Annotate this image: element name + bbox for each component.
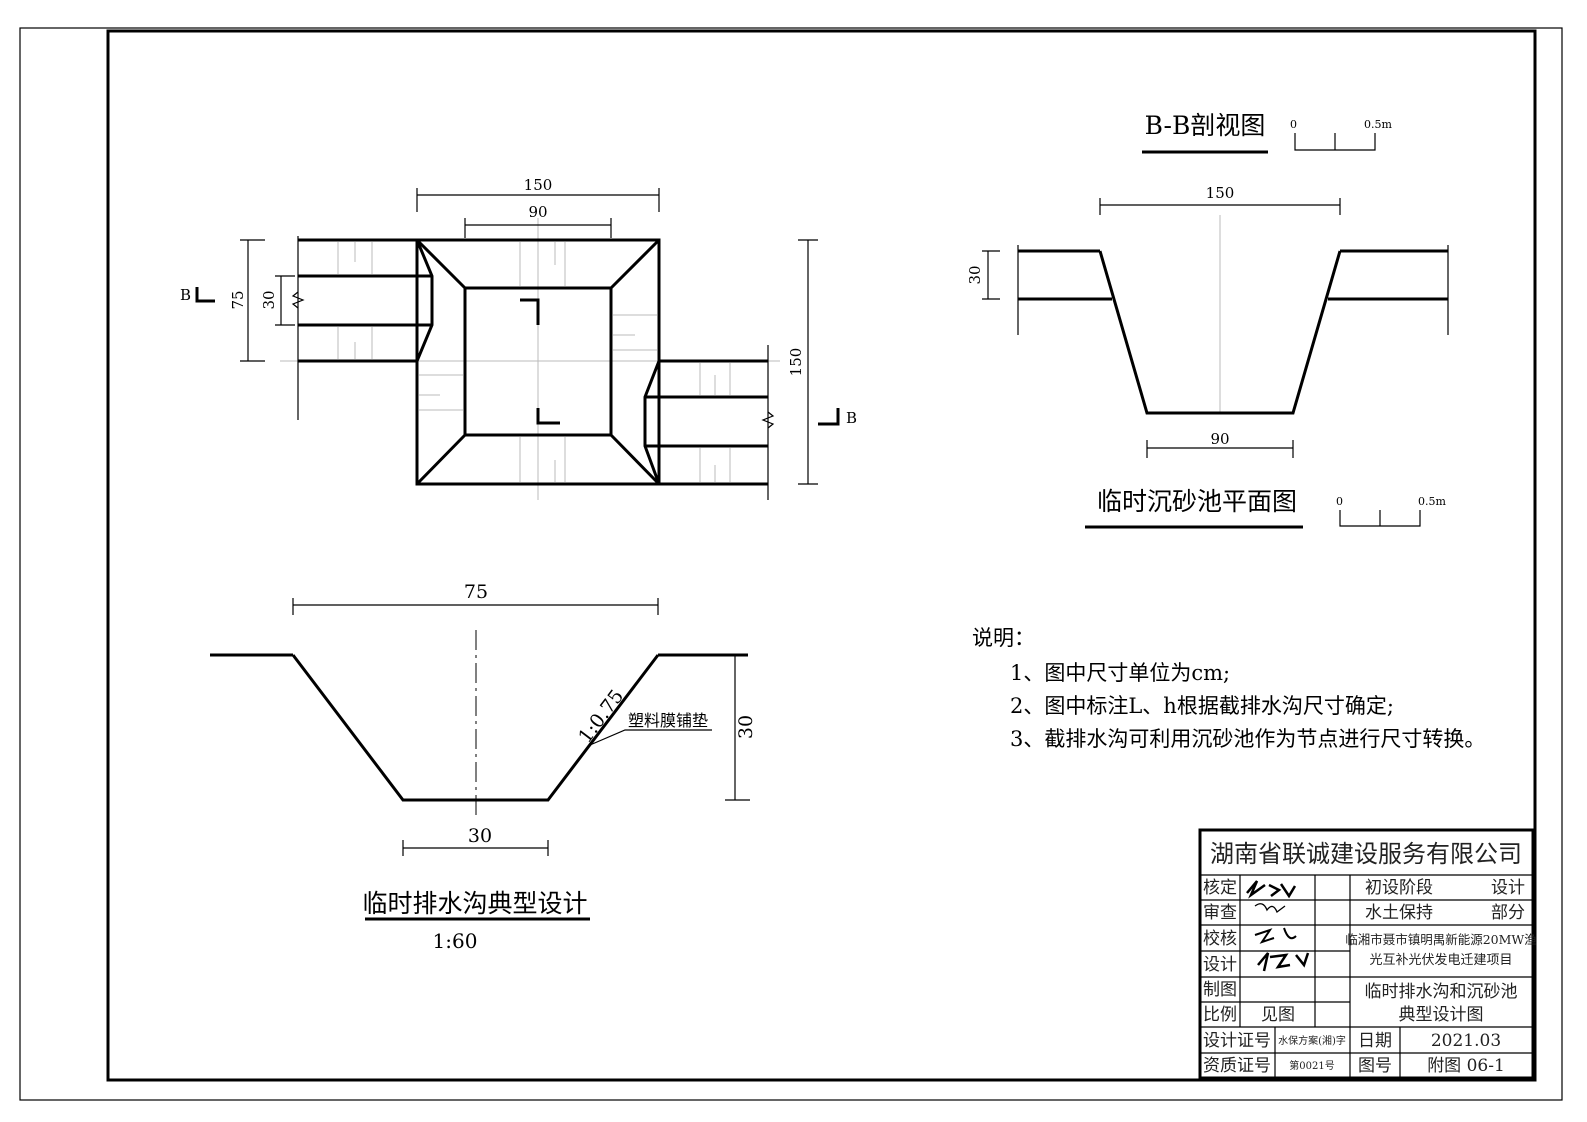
dim-inner-width: 90 — [528, 203, 547, 221]
slope-label: 1:0.75 — [574, 685, 628, 747]
drawing-name-line2: 典型设计图 — [1399, 1005, 1484, 1025]
outer-border — [19, 27, 1563, 1101]
notes-heading: 说明： — [972, 626, 1035, 650]
stage: 初设阶段 — [1365, 878, 1433, 898]
scale-start: 0 — [1336, 495, 1343, 508]
qual-cert-label: 资质证号 — [1203, 1056, 1271, 1076]
section-label-right: B — [846, 409, 857, 427]
section-label-left: B — [180, 286, 191, 304]
design-cert-value: 水保方案(湘)字 — [1278, 1034, 1346, 1047]
drawing-no-label: 图号 — [1358, 1056, 1392, 1076]
break-icon — [761, 411, 775, 429]
dim-channel-width: 30 — [260, 290, 278, 309]
dim-bottom: 90 — [1210, 430, 1229, 448]
liner-label: 塑料膜铺垫 — [628, 711, 708, 730]
dim-ditch-bottom: 30 — [468, 825, 492, 847]
section-bb: B-B剖视图 0 0.5m 150 90 30 临时沉砂池平面图 0 0.5m — [966, 111, 1449, 529]
section-bb-title: B-B剖视图 — [1145, 111, 1266, 140]
note-item: 2、图中标注L、h根据截排水沟尺寸确定; — [1010, 694, 1394, 718]
project-name-line2: 光互补光伏发电迁建项目 — [1369, 952, 1512, 968]
drawing-name-line1: 临时排水沟和沉砂池 — [1365, 982, 1518, 1002]
project-name-line1: 临湘市聂市镇明禺新能源20MW渔 — [1345, 932, 1537, 947]
ditch-title: 临时排水沟典型设计 — [362, 889, 587, 918]
role-label: 比例 — [1203, 1005, 1237, 1025]
signatures — [1246, 880, 1310, 972]
company-name: 湖南省联诚建设服务有限公司 — [1210, 840, 1522, 868]
dim-top: 150 — [1206, 184, 1235, 202]
dim-outer-width: 150 — [524, 176, 553, 194]
plan-view-title: 临时沉砂池平面图 — [1097, 487, 1297, 516]
design-cert-label: 设计证号 — [1203, 1031, 1271, 1051]
dim-ditch-top: 75 — [464, 581, 488, 603]
scale-end: 0.5m — [1418, 495, 1446, 508]
dim-channel-span: 75 — [229, 290, 247, 309]
dim-ditch-depth: 30 — [735, 715, 757, 739]
scale-value: 见图 — [1261, 1005, 1295, 1025]
stage-value: 设计 — [1491, 878, 1525, 898]
ditch-section: 75 30 30 1:0.75 塑料膜铺垫 临时排水沟典型设计 1:60 — [210, 581, 757, 953]
plan-view: B B 150 90 75 30 150 — [180, 176, 857, 500]
note-item: 3、截排水沟可利用沉砂池作为节点进行尺寸转换。 — [1010, 727, 1485, 751]
dim-depth: 30 — [966, 265, 984, 284]
notes: 说明： 1、图中尺寸单位为cm; 2、图中标注L、h根据截排水沟尺寸确定; 3、… — [972, 626, 1485, 751]
title-block: 湖南省联诚建设服务有限公司 核定 审查 校核 设计 制图 比例 见图 初设阶段 … — [1198, 828, 1537, 1080]
inner-frame — [106, 29, 1537, 1082]
date-label: 日期 — [1358, 1031, 1392, 1051]
scale-end: 0.5m — [1364, 118, 1392, 131]
note-item: 1、图中尺寸单位为cm; — [1010, 661, 1230, 685]
role-label: 校核 — [1203, 929, 1237, 949]
discipline-value: 部分 — [1491, 903, 1525, 923]
date-value: 2021.03 — [1431, 1031, 1501, 1051]
break-icon — [291, 291, 305, 309]
role-label: 核定 — [1203, 878, 1237, 898]
role-label: 制图 — [1203, 980, 1237, 1000]
drawing-no-value: 附图 06-1 — [1427, 1056, 1505, 1076]
discipline: 水土保持 — [1365, 903, 1433, 923]
qual-cert-value: 第0021号 — [1289, 1059, 1334, 1072]
role-label: 设计 — [1203, 955, 1237, 975]
role-label: 审查 — [1203, 903, 1237, 923]
dim-outer-height: 150 — [787, 348, 805, 377]
hatching — [337, 242, 731, 482]
scale-start: 0 — [1290, 118, 1297, 131]
ditch-scale: 1:60 — [433, 929, 478, 953]
